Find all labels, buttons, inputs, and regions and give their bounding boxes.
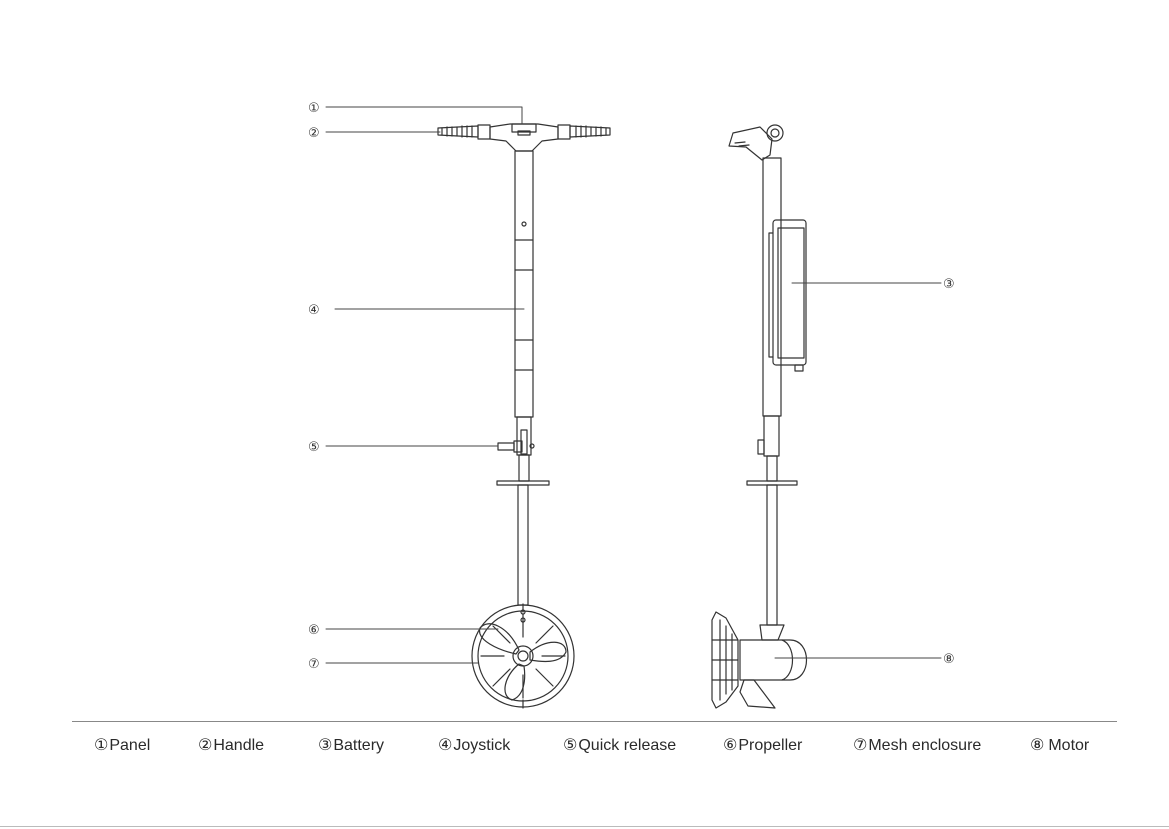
- front-lower-shaft: [518, 485, 528, 605]
- legend-num: ④: [438, 735, 452, 754]
- callout-4: ④: [308, 303, 320, 318]
- legend-label: Motor: [1048, 737, 1089, 754]
- legend-item-panel: ①Panel: [94, 735, 150, 755]
- mesh-enclosure-front: [472, 604, 574, 708]
- legend-item-joystick: ④Joystick: [438, 735, 510, 755]
- battery-pack: [769, 220, 806, 371]
- side-handle: [729, 125, 783, 160]
- legend-label: Propeller: [738, 737, 802, 754]
- legend-label: Battery: [333, 737, 384, 754]
- legend: ①Panel ②Handle ③Battery ④Joystick ⑤Quick…: [0, 735, 1169, 759]
- leader-lines: [326, 107, 941, 663]
- legend-item-propeller: ⑥Propeller: [723, 735, 802, 755]
- legend-num: ②: [198, 735, 212, 754]
- callout-5: ⑤: [308, 440, 320, 455]
- quick-release-lever: [498, 430, 534, 454]
- legend-item-quick-release: ⑤Quick release: [563, 735, 676, 755]
- legend-num: ⑦: [853, 735, 867, 754]
- callout-7: ⑦: [308, 657, 320, 672]
- legend-num: ③: [318, 735, 332, 754]
- legend-label: Handle: [213, 737, 264, 754]
- bottom-edge-line: [0, 826, 1169, 827]
- legend-divider: [72, 721, 1117, 722]
- front-handle: [438, 124, 610, 151]
- legend-num: ⑥: [723, 735, 737, 754]
- side-lower-shaft: [767, 485, 777, 625]
- legend-label: Quick release: [578, 737, 676, 754]
- side-view: [712, 125, 807, 708]
- legend-num: ⑤: [563, 735, 577, 754]
- legend-item-handle: ②Handle: [198, 735, 264, 755]
- callout-1: ①: [308, 101, 320, 116]
- legend-item-battery: ③Battery: [318, 735, 384, 755]
- front-upper-shaft: [515, 151, 533, 417]
- legend-label: Mesh enclosure: [868, 737, 981, 754]
- callout-8: ⑧: [943, 652, 955, 667]
- legend-item-mesh-enclosure: ⑦Mesh enclosure: [853, 735, 981, 755]
- front-view: [438, 124, 610, 708]
- callout-6: ⑥: [308, 623, 320, 638]
- legend-num: ①: [94, 735, 108, 754]
- callout-2: ②: [308, 126, 320, 141]
- legend-num: ⑧: [1030, 735, 1044, 754]
- legend-label: Panel: [109, 737, 150, 754]
- callout-3: ③: [943, 277, 955, 292]
- legend-label: Joystick: [453, 737, 510, 754]
- motor-assembly: [712, 612, 807, 708]
